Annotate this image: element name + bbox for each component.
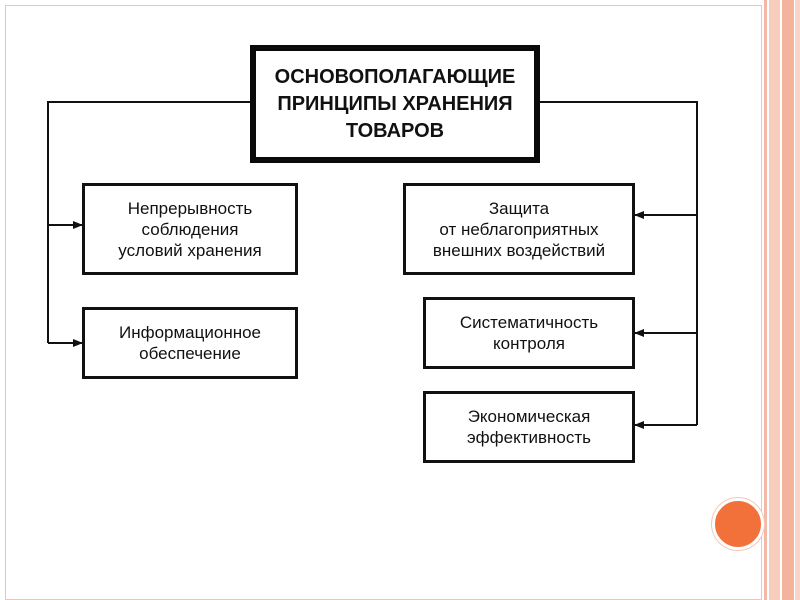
main-principles-box: ОСНОВОПОЛАГАЮЩИЕ ПРИНЦИПЫ ХРАНЕНИЯ ТОВАР… xyxy=(250,45,540,163)
decorative-stripe xyxy=(795,0,800,600)
left-connector xyxy=(47,101,250,343)
left-box-label: Непрерывность соблюдения условий хранени… xyxy=(118,198,262,260)
left-box-continuity: Непрерывность соблюдения условий хранени… xyxy=(82,183,298,275)
right-connector xyxy=(540,101,698,425)
right-box-efficiency: Экономическая эффективность xyxy=(423,391,635,463)
left-box-label: Информационное обеспечение xyxy=(118,323,262,363)
decorative-stripe xyxy=(769,0,780,600)
left-box-information: Информационное обеспечение xyxy=(82,307,298,379)
right-box-label: Систематичность контроля xyxy=(459,313,599,353)
right-box-control: Систематичность контроля xyxy=(423,297,635,369)
right-box-label: Экономическая эффективность xyxy=(466,407,592,447)
decorative-circle-icon xyxy=(712,498,764,550)
right-box-label: Защита от неблагоприятных внешних воздей… xyxy=(432,198,606,260)
decorative-stripe xyxy=(782,0,794,600)
right-box-protection: Защита от неблагоприятных внешних воздей… xyxy=(403,183,635,275)
main-title: ОСНОВОПОЛАГАЮЩИЕ ПРИНЦИПЫ ХРАНЕНИЯ ТОВАР… xyxy=(274,65,516,142)
decorative-stripe xyxy=(764,0,767,600)
